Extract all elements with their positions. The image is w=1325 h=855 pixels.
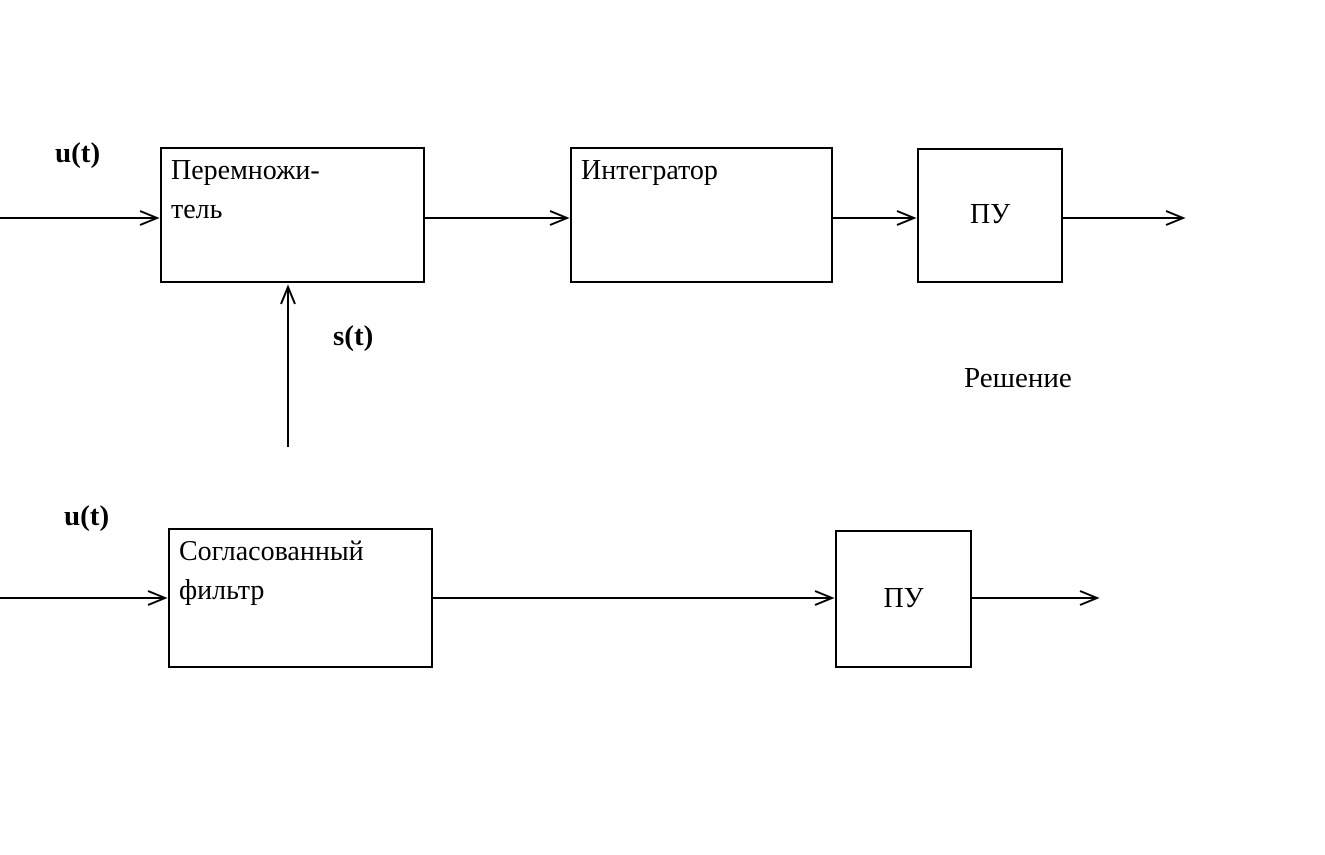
threshold-device-block-top: ПУ: [917, 148, 1063, 283]
threshold-device-label-bottom: ПУ: [883, 582, 924, 614]
matched-filter-block: Согласованный фильтр: [168, 528, 433, 668]
bottom-input-signal-label: u(t): [64, 500, 110, 532]
multiplier-label-line2: тель: [171, 194, 223, 226]
integrator-label: Интегратор: [581, 155, 718, 186]
threshold-device-block-bottom: ПУ: [835, 530, 972, 668]
decision-label: Решение: [964, 362, 1072, 394]
integrator-block: Интегратор: [570, 147, 833, 283]
matched-filter-label-line2: фильтр: [179, 575, 265, 607]
reference-signal-label: s(t): [333, 320, 374, 352]
multiplier-label-line1: Перемножи-: [171, 155, 320, 186]
top-input-signal-label: u(t): [55, 137, 101, 169]
multiplier-block: Перемножи- тель: [160, 147, 425, 283]
matched-filter-label-line1: Согласованный: [179, 536, 364, 567]
threshold-device-label-top: ПУ: [969, 199, 1011, 231]
